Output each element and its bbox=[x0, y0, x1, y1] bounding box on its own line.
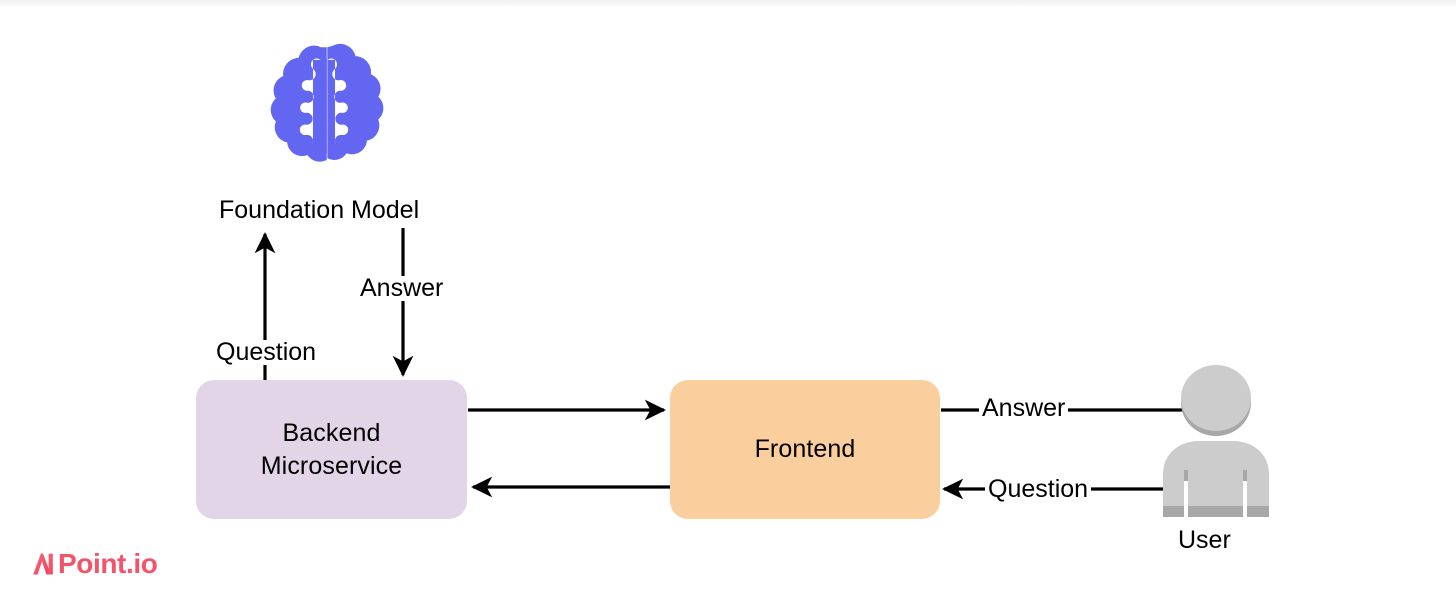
node-frontend-label: Frontend bbox=[754, 435, 856, 463]
node-backend-label: Backend Microservice bbox=[261, 417, 403, 483]
user-arm-gap-left bbox=[1184, 470, 1188, 517]
user-base-band bbox=[1163, 506, 1269, 517]
user-arm-tick-right bbox=[1243, 470, 1247, 481]
top-edge-band bbox=[0, 0, 1456, 7]
user-icon bbox=[1163, 365, 1269, 517]
brand-logo-text: Point.io bbox=[58, 548, 158, 579]
brain-icon bbox=[270, 43, 384, 162]
node-frontend[interactable]: Frontend bbox=[670, 380, 940, 519]
user-arm-tick-left bbox=[1184, 470, 1188, 481]
edge-label-answer-from-model: Answer bbox=[357, 276, 447, 301]
node-foundation-model-label: Foundation Model bbox=[219, 196, 420, 224]
node-backend-label-line1: Backend bbox=[282, 418, 381, 447]
edge-label-question-to-model: Question bbox=[213, 340, 320, 365]
edge-label-answer-to-user: Answer bbox=[979, 396, 1069, 421]
edge-label-question-from-user: Question bbox=[985, 477, 1092, 502]
node-user-label: User bbox=[1178, 526, 1231, 554]
user-body bbox=[1163, 441, 1269, 517]
node-backend-microservice[interactable]: Backend Microservice bbox=[196, 380, 467, 519]
brand-logo[interactable]: Point.io bbox=[31, 548, 158, 580]
node-backend-label-line2: Microservice bbox=[260, 451, 403, 480]
user-head bbox=[1181, 365, 1251, 431]
user-arm-gap-right bbox=[1243, 470, 1247, 517]
a-monogram-icon bbox=[33, 553, 53, 575]
